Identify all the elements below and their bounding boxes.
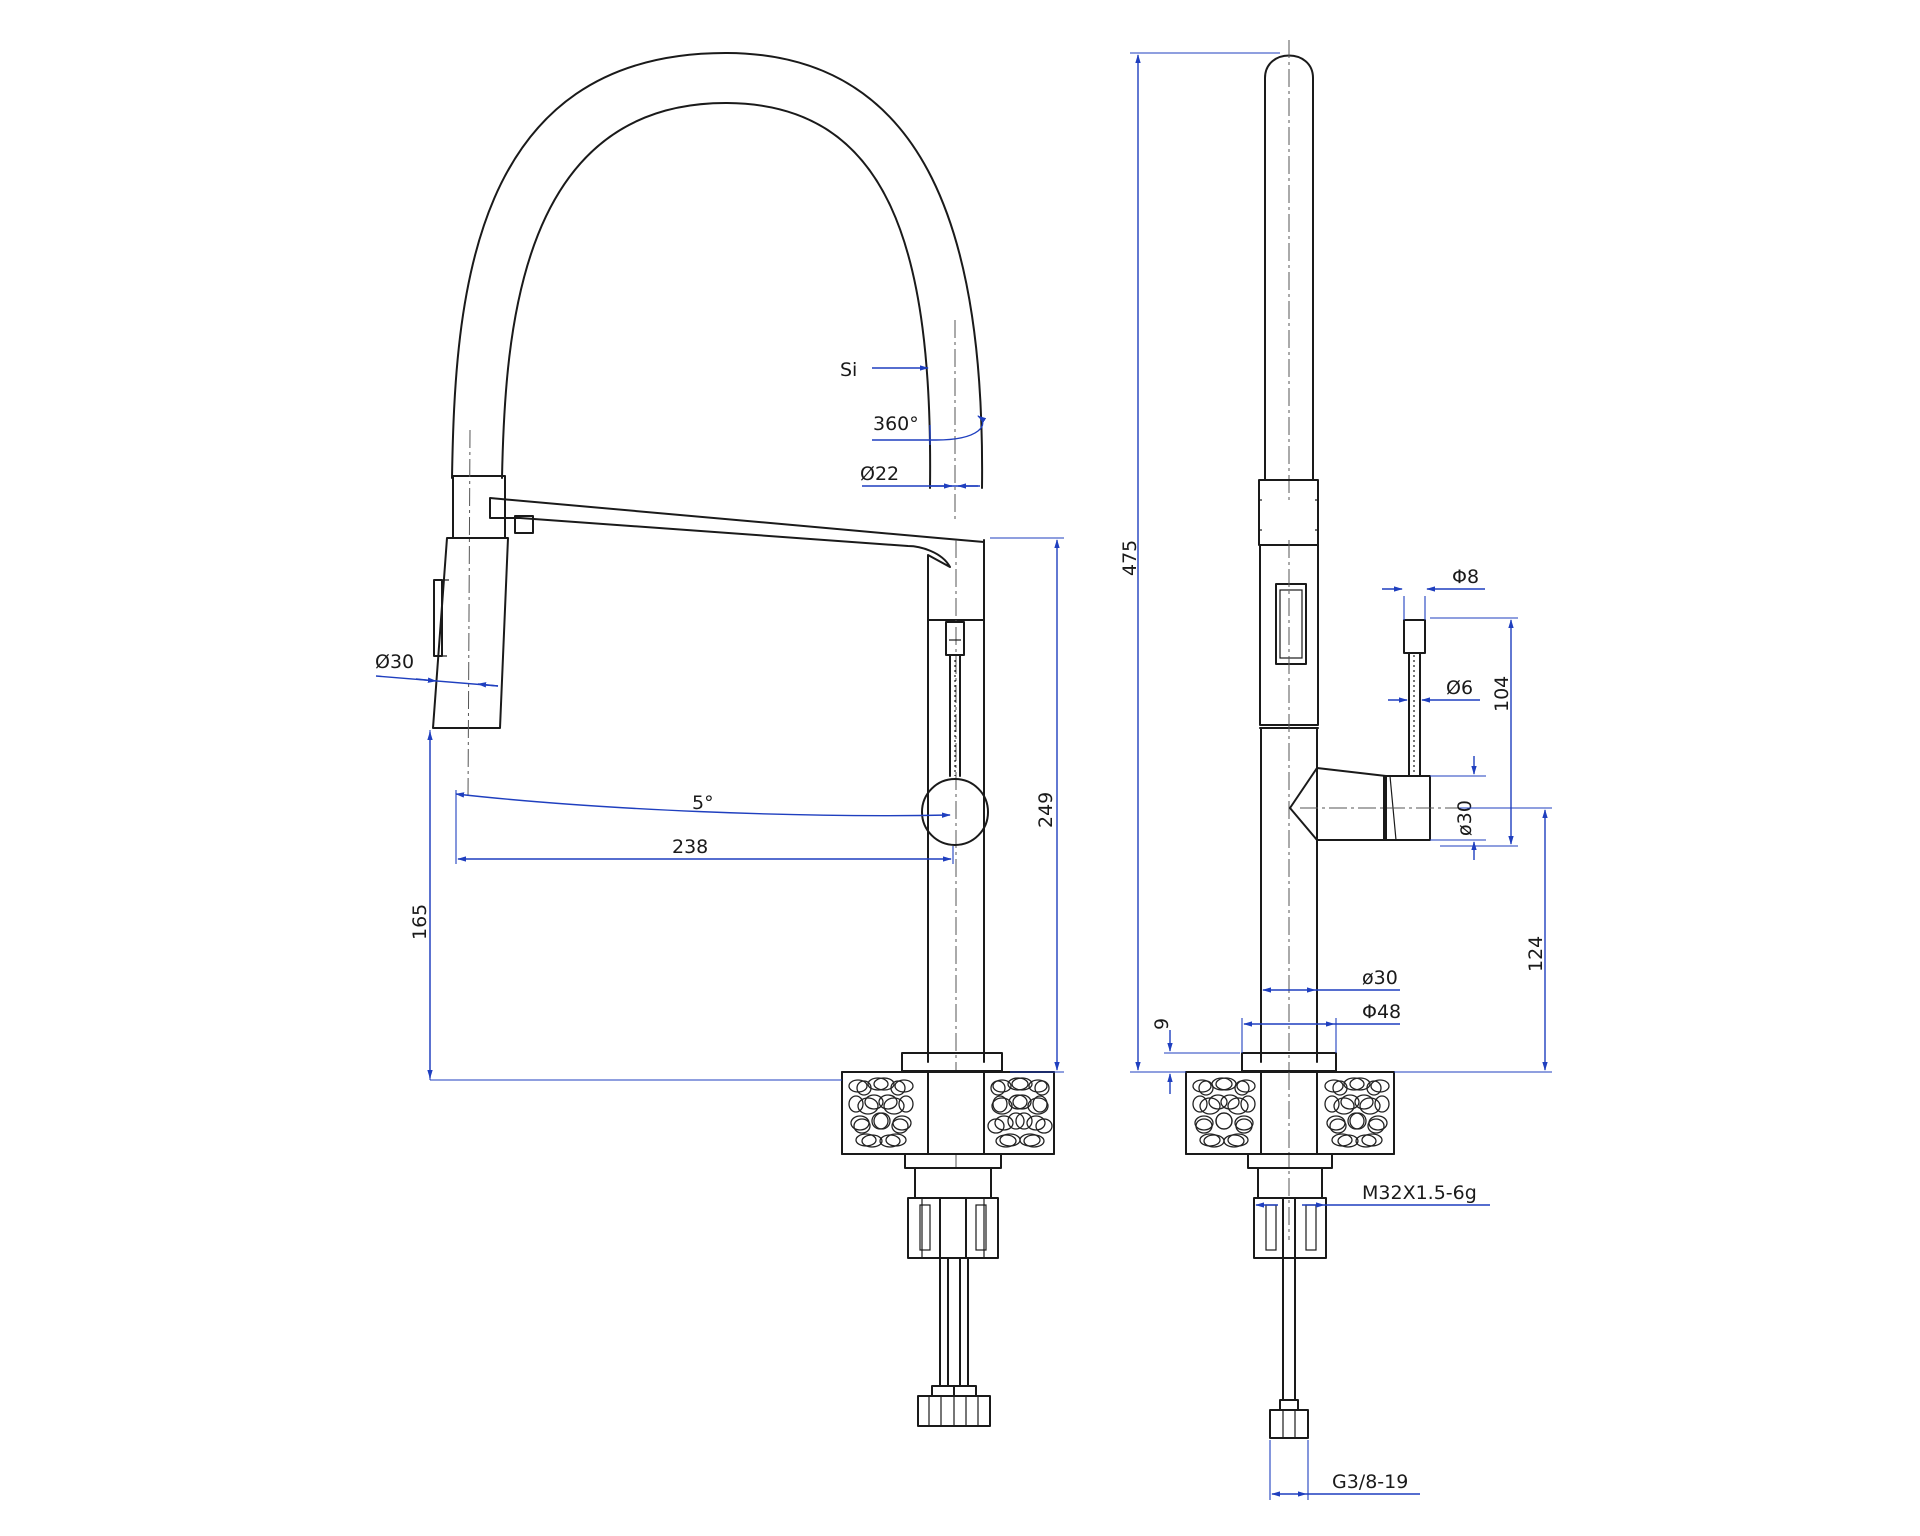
arm-connector xyxy=(514,515,534,534)
side-hose-fitting xyxy=(1269,1409,1309,1439)
side-lever-tip xyxy=(1403,619,1426,654)
si-label: Si xyxy=(840,359,857,381)
thread-label: M32X1.5-6g xyxy=(1362,1182,1477,1204)
outlet-height-label: 165 xyxy=(409,904,431,940)
gooseneck-spout-inner xyxy=(501,101,932,489)
base-ring xyxy=(901,1052,1003,1072)
spout-diameter-label: Ø22 xyxy=(860,463,899,485)
swivel-label: 360° xyxy=(873,413,919,435)
lever-tip xyxy=(945,621,965,656)
body-diameter-label: ø30 xyxy=(1362,967,1398,989)
spray-head-button xyxy=(433,579,443,657)
front-view: Si 360° Ø22 Ø30 5° 238 xyxy=(375,51,1064,1427)
head-diameter-label: Ø30 xyxy=(375,651,414,673)
side-button xyxy=(1275,583,1307,665)
base-diameter-label: Φ48 xyxy=(1362,1001,1401,1023)
front-dimensions: Si 360° Ø22 Ø30 5° 238 xyxy=(375,359,1064,1081)
spout-arm xyxy=(489,497,985,621)
lever-rod-diameter-label: Ø6 xyxy=(1446,677,1473,699)
lever-height-label: 104 xyxy=(1491,676,1513,712)
angle-label: 5° xyxy=(692,792,714,814)
side-body xyxy=(1259,544,1319,726)
side-dimensions: 475 9 Φ8 Ø6 104 ø3 xyxy=(1119,52,1552,1500)
reach-label: 238 xyxy=(672,836,708,858)
handle-height-label: 124 xyxy=(1525,936,1547,972)
side-mounting-nut xyxy=(1253,1197,1327,1259)
total-height-label: 475 xyxy=(1119,540,1141,576)
spray-head-collar xyxy=(452,475,506,539)
lever-knob xyxy=(921,778,989,846)
lever-tip-diameter-label: Φ8 xyxy=(1452,566,1479,588)
spray-head xyxy=(432,537,509,729)
gooseneck-spout xyxy=(451,51,984,489)
base-height-label: 9 xyxy=(1151,1018,1173,1030)
handle-diameter-label: ø30 xyxy=(1454,800,1476,836)
hose-connection-label: G3/8-19 xyxy=(1332,1471,1408,1493)
side-view: 475 9 Φ8 Ø6 104 ø3 xyxy=(1119,40,1552,1500)
body-height-label: 249 xyxy=(1035,792,1057,828)
side-handle xyxy=(1289,767,1387,841)
